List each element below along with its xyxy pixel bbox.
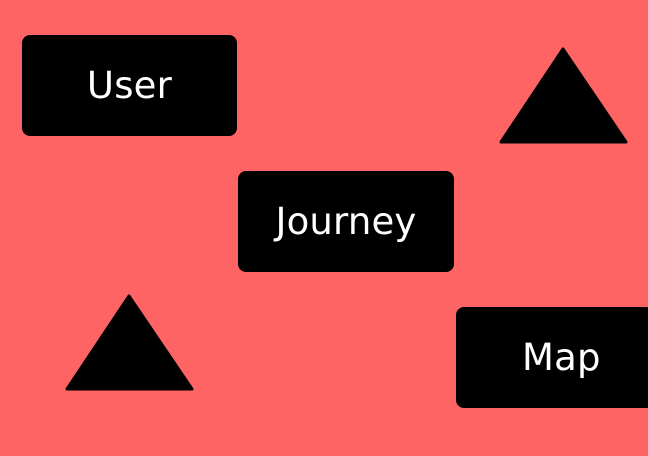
triangle-icon	[499, 47, 628, 144]
triangle-top-right-shape	[499, 47, 628, 144]
triangle-icon	[65, 294, 194, 391]
map-tile: Map	[456, 307, 648, 408]
journey-tile: Journey	[238, 171, 454, 272]
map-label: Map	[522, 336, 601, 379]
triangle-bottom-left-shape	[65, 294, 194, 391]
user-tile: User	[22, 35, 237, 136]
user-label: User	[86, 64, 173, 107]
journey-label: Journey	[275, 200, 417, 243]
